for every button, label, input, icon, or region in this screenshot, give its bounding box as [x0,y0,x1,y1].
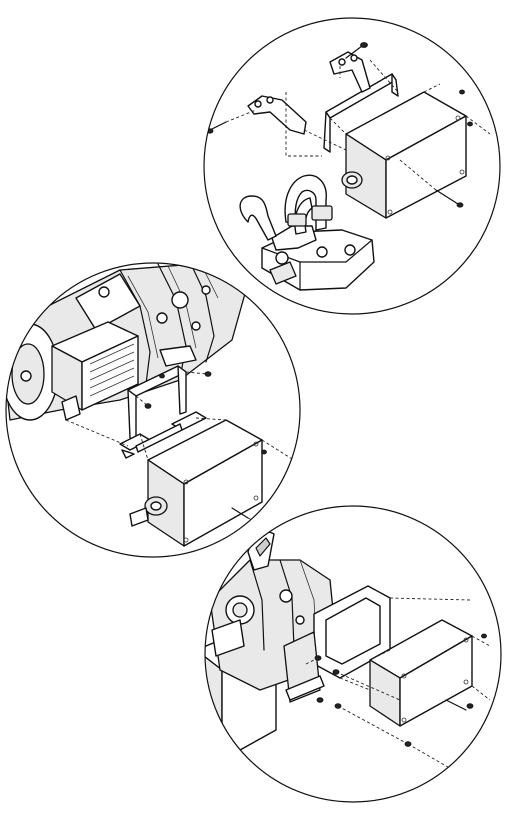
detail-circle-top [203,17,501,315]
motor-housing [6,263,247,421]
screw-set-top [206,42,473,208]
mounting-bracket-top [247,51,399,153]
detail-circle-middle [5,262,301,558]
detail-circle-bottom [204,505,502,803]
gasket-frame [283,585,391,703]
assembly-guide-lines-bottom [305,597,491,775]
junction-box-top [341,91,467,219]
junction-box-middle [129,419,263,547]
assembly-guide-lines-top [225,59,491,191]
screw-set-middle [144,371,267,519]
pump-fitting-assembly [239,174,375,291]
junction-box-bottom [369,619,473,727]
